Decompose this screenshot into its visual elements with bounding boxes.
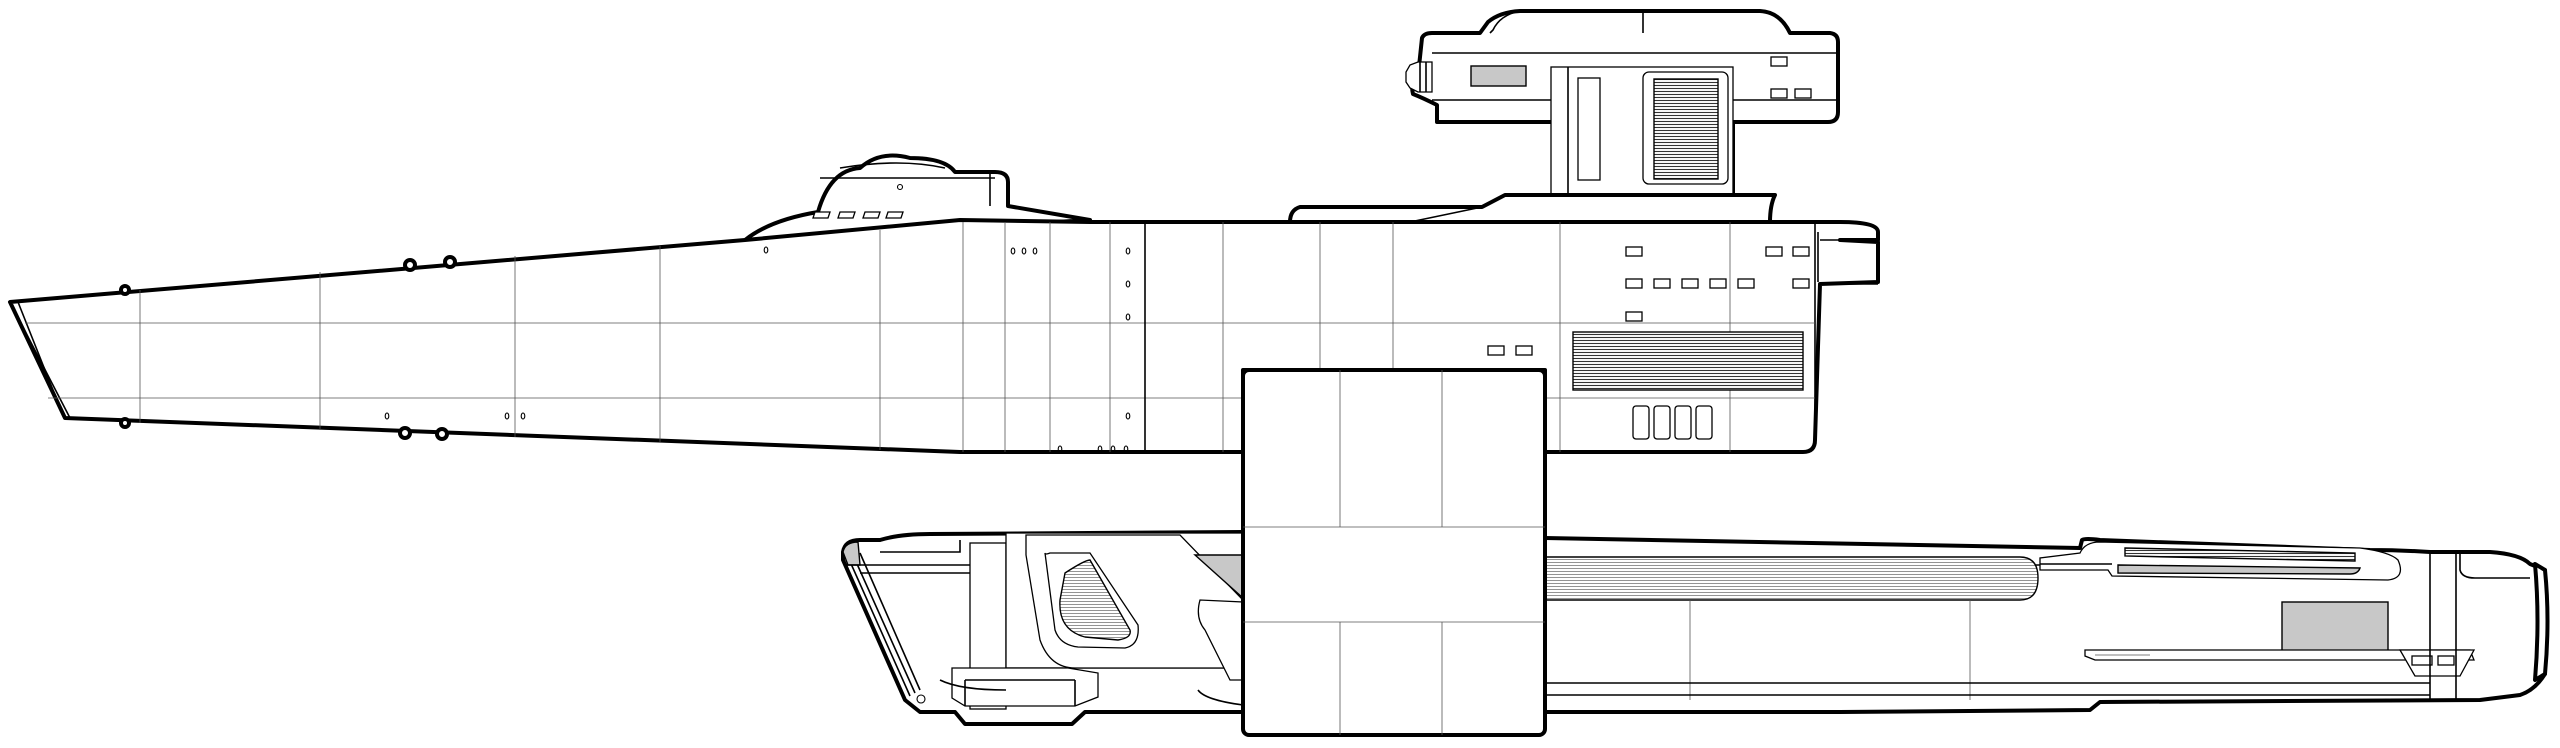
- rivet-14: [1110, 445, 1116, 453]
- hull-window-9: [1792, 278, 1810, 289]
- upper-module-nozzle: [1405, 61, 1433, 93]
- lower-bow-curve: [939, 679, 1007, 691]
- bay-curve: [1197, 689, 1244, 706]
- lower-nose-sensor: [916, 694, 926, 704]
- rail-bump-2: [403, 258, 417, 272]
- central-connector: [1241, 368, 1547, 737]
- hull-window-3: [1792, 246, 1810, 257]
- rear-cap-notch: [2459, 552, 2530, 579]
- hull-window-6: [1681, 278, 1699, 289]
- nose-inner-edge-2: [17, 301, 63, 414]
- hull-window-12: [1515, 345, 1533, 356]
- rail-bump-3: [443, 255, 457, 269]
- hull-slot-3: [1674, 405, 1692, 440]
- hull-slot-4: [1695, 405, 1713, 440]
- dome-sensor: [896, 183, 904, 191]
- upper-module-top-edge: [1489, 10, 1521, 34]
- lower-nose-edge-1: [847, 556, 911, 697]
- upper-module: [1405, 9, 1840, 197]
- rail-bump-4: [119, 417, 131, 429]
- upper-pylon: [1288, 193, 1777, 224]
- upper-module-grey-panel: [1470, 65, 1527, 87]
- lower-nose-edge-3: [859, 552, 921, 691]
- long-tank: [1544, 556, 2039, 601]
- dome-slot-2: [837, 211, 856, 219]
- connector-block: [1241, 368, 1547, 737]
- upper-pylon-slant: [1409, 206, 1483, 223]
- lower-nose-edge-2: [852, 554, 916, 694]
- rear-fin-port-1: [2411, 655, 2433, 666]
- lower-hull: [841, 530, 2550, 737]
- rivet-8: [1125, 412, 1131, 420]
- rivet-11: [520, 412, 526, 420]
- rear-thruster: [2533, 562, 2550, 682]
- hull-window-8: [1737, 278, 1755, 289]
- hull-window-1: [1625, 246, 1643, 257]
- rivet-12: [1057, 445, 1063, 453]
- dome-slot-1: [812, 211, 831, 219]
- rivet-5: [1125, 247, 1131, 255]
- rivet-2: [1010, 247, 1016, 255]
- upper-pylon-outline: [1288, 193, 1777, 224]
- rear-grey-panel: [2281, 601, 2389, 652]
- rivet-1: [763, 246, 769, 254]
- rail-bump-6: [435, 427, 449, 441]
- rear-fin-port-2: [2437, 655, 2455, 666]
- lower-deck-step: [880, 540, 961, 553]
- rivet-7: [1125, 313, 1131, 321]
- bay-lower-strut: [1197, 599, 1244, 681]
- rivet-15: [1123, 445, 1129, 453]
- hull-slot-1: [1632, 405, 1650, 440]
- column-hatched-vent: [1653, 78, 1719, 180]
- hull-hatched-grille: [1572, 331, 1804, 391]
- dome-slot-4: [885, 211, 904, 219]
- dome-slot-3: [862, 211, 881, 219]
- upper-module-port-3: [1794, 88, 1812, 99]
- hull-window-4: [1625, 278, 1643, 289]
- main-hull: [8, 153, 1880, 454]
- rail-bump-1: [119, 284, 131, 296]
- upper-module-port-1: [1770, 56, 1788, 67]
- hull-window-10: [1625, 311, 1643, 322]
- hull-window-7: [1709, 278, 1727, 289]
- hull-window-5: [1653, 278, 1671, 289]
- hull-window-2: [1765, 246, 1783, 257]
- rivet-10: [504, 412, 510, 420]
- upper-module-port-2: [1770, 88, 1788, 99]
- lower-box-module: [951, 667, 1099, 707]
- rivet-4: [1032, 247, 1038, 255]
- bay-window-hatch: [1059, 559, 1131, 641]
- rivet-6: [1125, 280, 1131, 288]
- lower-nose-cap: [842, 541, 861, 566]
- rivet-9: [384, 412, 390, 420]
- hull-window-11: [1487, 345, 1505, 356]
- rear-engine-vent-1: [2124, 547, 2356, 562]
- rivet-3: [1021, 247, 1027, 255]
- rivet-13: [1097, 445, 1103, 453]
- column-side-panel: [1577, 77, 1601, 181]
- rail-bump-5: [398, 426, 412, 440]
- nose-inner-edge: [9, 301, 71, 419]
- main-hull-outline: [8, 218, 1880, 454]
- rear-engine-vent-2: [2117, 564, 2361, 575]
- dome-cap-line: [839, 162, 946, 169]
- hull-slot-2: [1653, 405, 1671, 440]
